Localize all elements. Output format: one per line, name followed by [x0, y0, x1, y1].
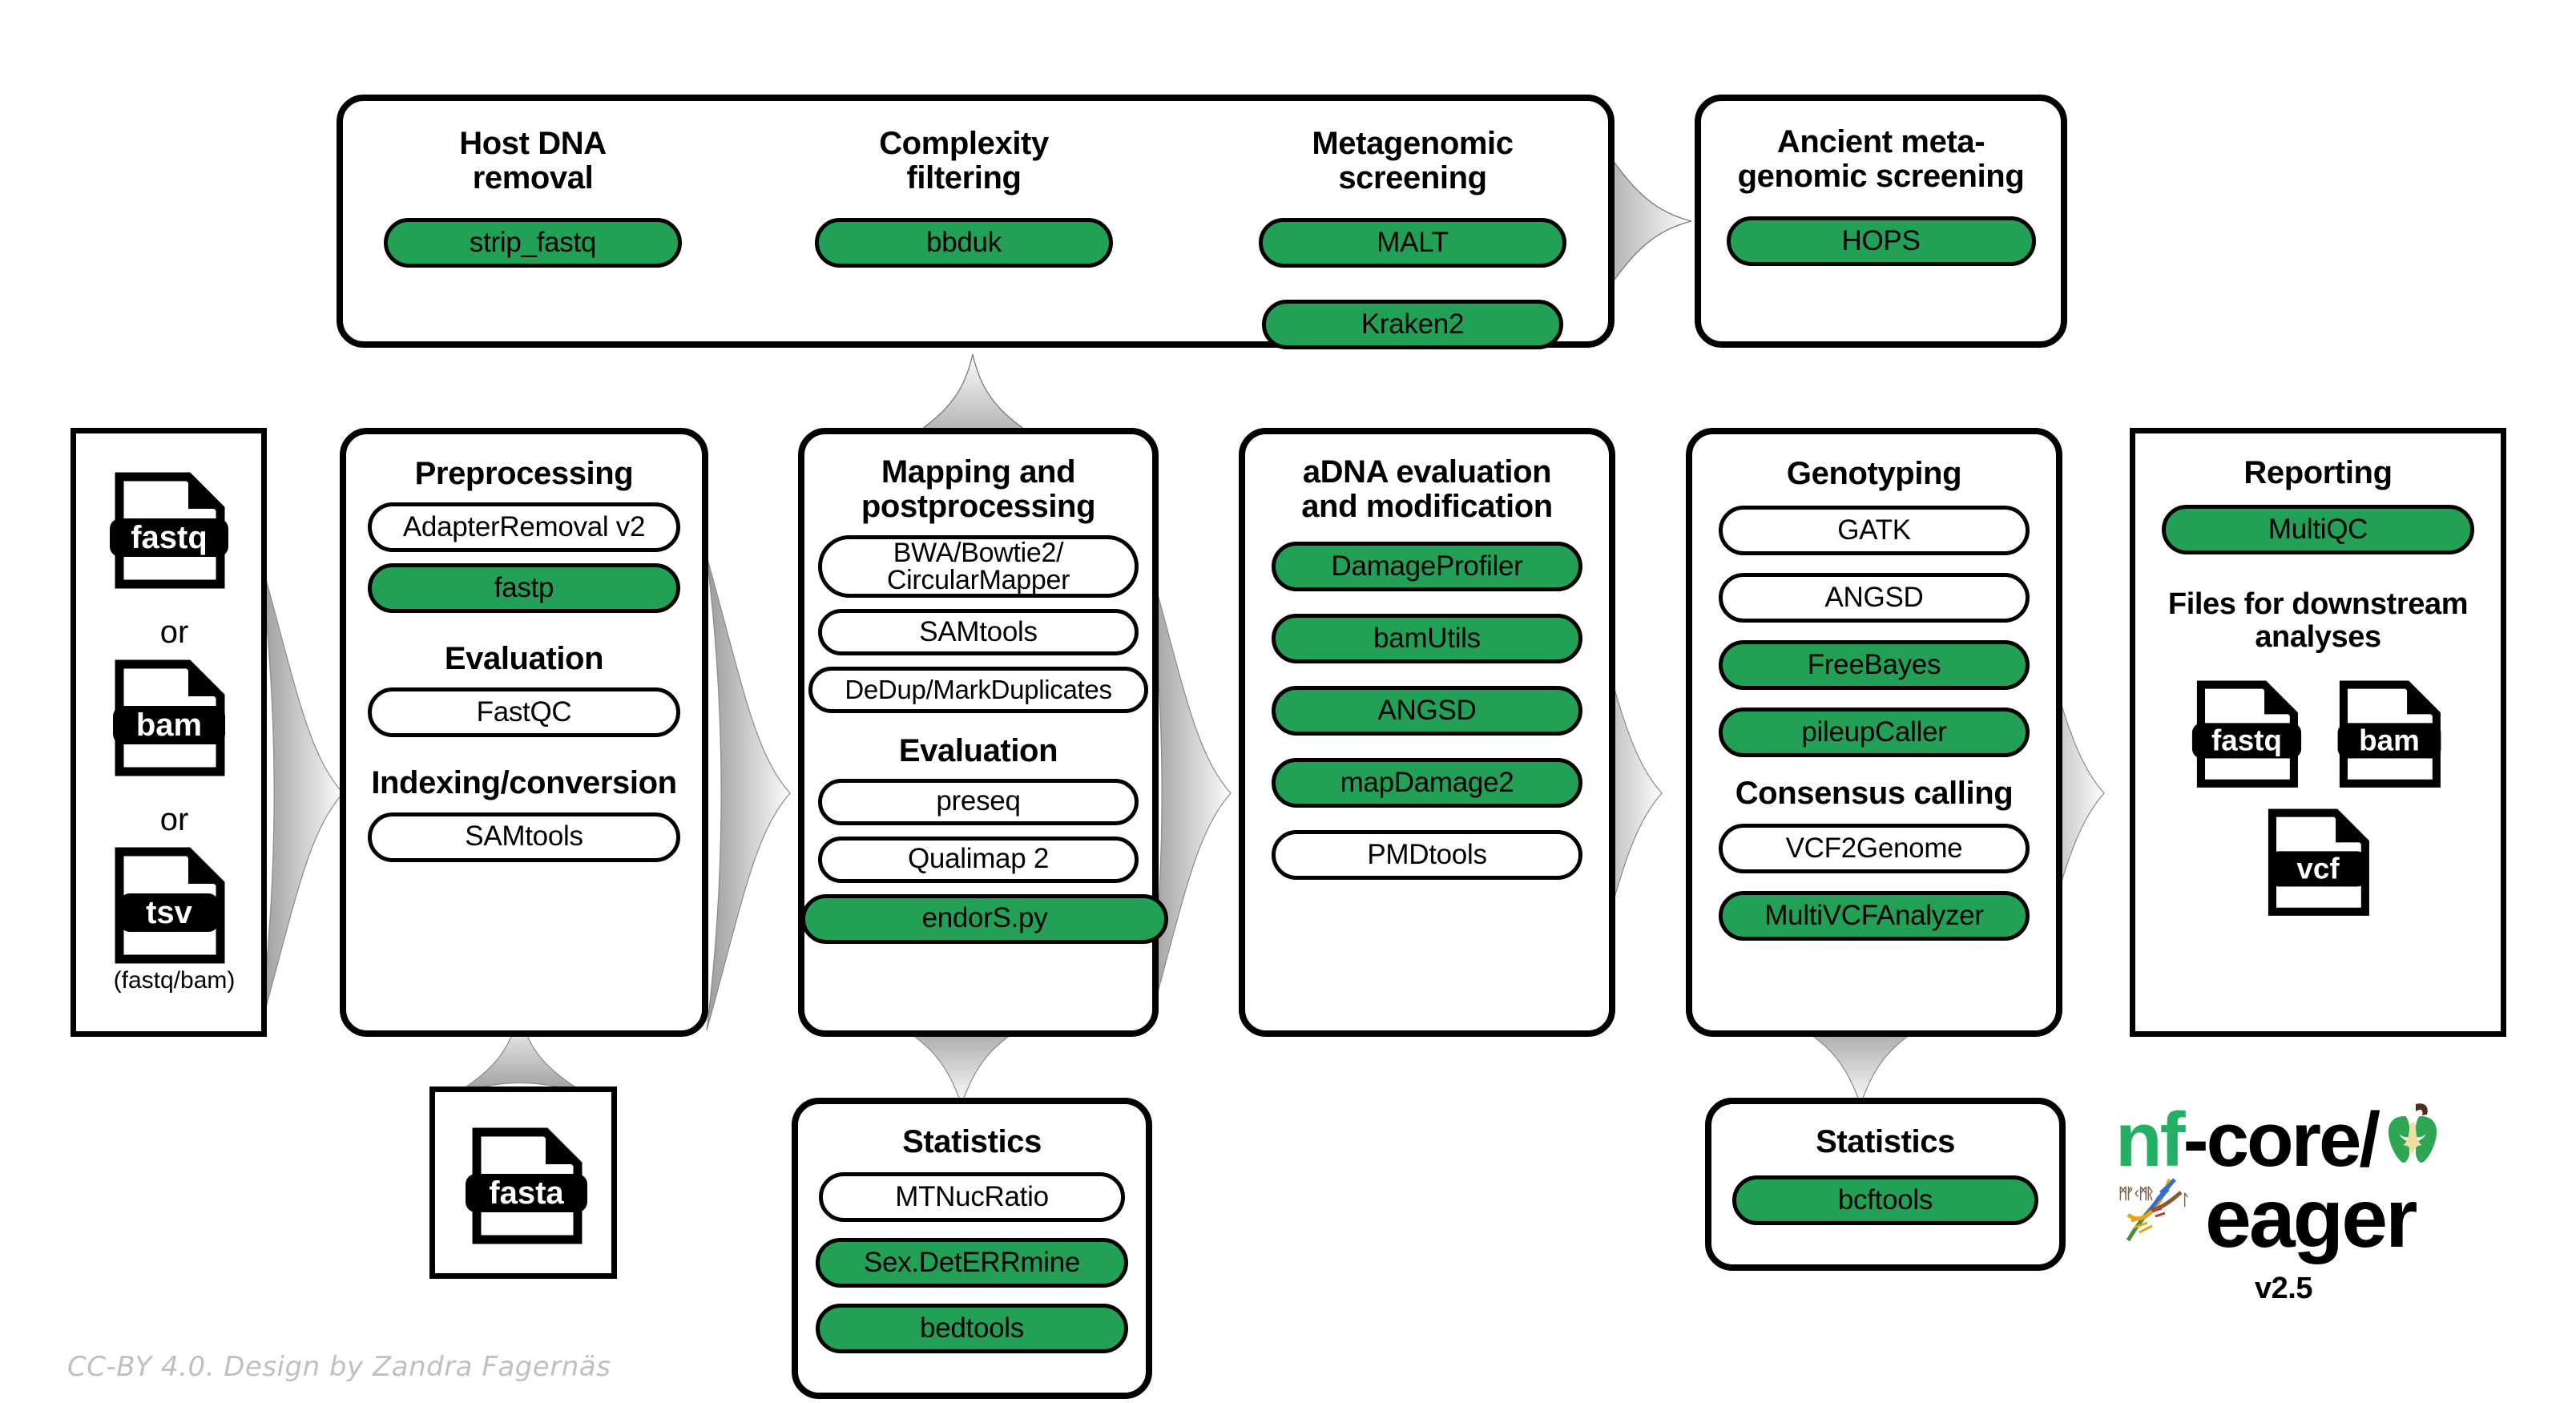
- tool-pill-bwa-bowtie2-circularmapper[interactable]: BWA/Bowtie2/ CircularMapper: [818, 535, 1139, 599]
- svg-text:tsv: tsv: [146, 895, 193, 930]
- arrow-preprocessing-to-mapping: [705, 553, 793, 1034]
- tool-pill-multivcfanalyzer[interactable]: MultiVCFAnalyzer: [1719, 891, 2030, 941]
- subsection-title-evaluation-mapping: Evaluation: [898, 733, 1058, 769]
- tool-pill-multiqc[interactable]: MultiQC: [2162, 505, 2474, 555]
- svg-text:bam: bam: [2359, 724, 2420, 756]
- logo-version: v2.5: [2255, 1272, 2312, 1305]
- screening-group-panel: Host DNA removal strip_fastq Complexity …: [337, 95, 1615, 350]
- tool-pill-adapterremoval[interactable]: AdapterRemoval v2: [368, 502, 680, 553]
- section-host-dna-removal: Host DNA removal strip_fastq: [377, 126, 689, 268]
- tool-pill-malt[interactable]: MALT: [1259, 218, 1566, 268]
- svg-text:fasta: fasta: [489, 1175, 564, 1211]
- section-title: Metagenomic screening: [1312, 126, 1514, 196]
- input-files-caption: (fastq/bam): [113, 967, 236, 994]
- section-title: Host DNA removal: [459, 126, 607, 196]
- tool-pill-fastp[interactable]: fastp: [368, 563, 680, 614]
- tool-pill-pileupcaller[interactable]: pileupCaller: [1719, 708, 2030, 758]
- file-icon-fastq-output: fastq: [2191, 680, 2303, 791]
- tool-pill-bbduk[interactable]: bbduk: [815, 218, 1113, 268]
- panel-title: Mapping and postprocessing: [861, 454, 1096, 525]
- panel-title: Statistics: [1816, 1124, 1955, 1159]
- file-icon-bam: bam: [108, 659, 230, 780]
- panel-title: Preprocessing: [414, 456, 634, 491]
- statistics-right-panel: Statistics bcftools: [1705, 1098, 2066, 1271]
- rune-text: ᛗᚠᚲᛗᚱ: [2118, 1185, 2154, 1203]
- nf-core-eager-logo: nf -core/ ᛗᚠᚲᛗᚱ ᛚ: [2115, 1096, 2508, 1306]
- file-icon-fastq: fastq: [108, 472, 230, 592]
- logo-core-text: -core/: [2183, 1097, 2380, 1183]
- file-icon-vcf-output: vcf: [2262, 808, 2374, 919]
- ancient-metagenomic-panel: Ancient meta- genomic screening HOPS: [1695, 95, 2067, 348]
- svg-text:fastq: fastq: [2211, 724, 2282, 756]
- downstream-files-heading: Files for downstream analyses: [2167, 587, 2469, 655]
- tool-pill-angsd-genotyping[interactable]: ANGSD: [1719, 573, 2030, 623]
- apple-core-icon: [2383, 1096, 2442, 1184]
- tool-pill-bcftools[interactable]: bcftools: [1732, 1175, 2038, 1226]
- tool-pill-pmdtools[interactable]: PMDtools: [1272, 830, 1582, 881]
- tool-pill-preseq[interactable]: preseq: [818, 778, 1139, 825]
- statistics-left-panel: Statistics MTNucRatio Sex.DetERRmine bed…: [792, 1098, 1152, 1399]
- tool-pill-dedup-markduplicates[interactable]: DeDup/MarkDuplicates: [808, 667, 1148, 714]
- subsection-title-consensus-calling: Consensus calling: [1735, 776, 2014, 812]
- input-files-panel: fastq or bam or tsv (fastq/bam): [71, 428, 267, 1037]
- svg-text:bam: bam: [136, 708, 202, 743]
- panel-title: Genotyping: [1786, 456, 1962, 491]
- genotyping-panel: Genotyping GATK ANGSD FreeBayes pileupCa…: [1686, 428, 2062, 1037]
- file-icon-fasta: fasta: [466, 1127, 587, 1248]
- input-or-label-1: or: [159, 615, 189, 650]
- tool-pill-strip-fastq[interactable]: strip_fastq: [384, 218, 682, 268]
- adna-panel: aDNA evaluation and modification DamageP…: [1239, 428, 1615, 1037]
- downstream-file-icons: fastq bam vcf: [2135, 680, 2501, 919]
- file-icon-tsv: tsv: [108, 847, 230, 967]
- section-title: Complexity filtering: [879, 126, 1049, 196]
- panel-title: Reporting: [2243, 455, 2393, 490]
- arrow-reference-to-preprocessing: [449, 1010, 593, 1099]
- tool-pill-kraken2[interactable]: Kraken2: [1262, 300, 1563, 350]
- arrow-input-to-preprocessing: [258, 553, 346, 1034]
- arrow-mapping-to-adna: [1146, 553, 1234, 1034]
- tool-pill-hops[interactable]: HOPS: [1726, 216, 2036, 267]
- preprocessing-panel: Preprocessing AdapterRemoval v2 fastp Ev…: [340, 428, 708, 1037]
- mapping-panel: Mapping and postprocessing BWA/Bowtie2/ …: [798, 428, 1168, 1037]
- dna-helix-icon: ᛗᚠᚲᛗᚱ ᛚ: [2115, 1171, 2203, 1267]
- tool-pill-gatk[interactable]: GATK: [1719, 506, 2030, 556]
- tool-pill-angsd-adna[interactable]: ANGSD: [1272, 686, 1582, 736]
- logo-line-1: nf -core/: [2115, 1096, 2508, 1184]
- logo-nf-text: nf: [2115, 1097, 2186, 1183]
- reporting-panel: Reporting MultiQC Files for downstream a…: [2130, 428, 2506, 1037]
- input-or-label-2: or: [159, 802, 189, 837]
- svg-text:vcf: vcf: [2296, 852, 2340, 885]
- panel-title: aDNA evaluation and modification: [1301, 454, 1553, 525]
- tool-pill-mapdamage2[interactable]: mapDamage2: [1272, 758, 1582, 808]
- tool-pill-vcf2genome[interactable]: VCF2Genome: [1719, 824, 2030, 874]
- tool-pill-endors-py[interactable]: endorS.py: [801, 893, 1168, 944]
- panel-title: Statistics: [902, 1124, 1042, 1159]
- svg-text:ᛚ: ᛚ: [2181, 1191, 2188, 1209]
- logo-line-2: ᛗᚠᚲᛗᚱ ᛚ eager: [2115, 1171, 2508, 1267]
- subsection-title-indexing: Indexing/conversion: [371, 765, 677, 801]
- panel-title: Ancient meta- genomic screening: [1737, 124, 2025, 195]
- tool-pill-freebayes[interactable]: FreeBayes: [1719, 640, 2030, 691]
- file-icon-bam-output: bam: [2333, 680, 2445, 791]
- tool-pill-mtnucratio[interactable]: MTNucRatio: [819, 1172, 1125, 1223]
- tool-pill-samtools-mapping[interactable]: SAMtools: [818, 609, 1139, 656]
- tool-pill-fastqc[interactable]: FastQC: [368, 687, 680, 738]
- subsection-title-evaluation: Evaluation: [444, 641, 604, 677]
- tool-pill-sex-deterrmine[interactable]: Sex.DetERRmine: [816, 1238, 1128, 1288]
- tool-pill-qualimap2[interactable]: Qualimap 2: [818, 836, 1139, 883]
- svg-text:fastq: fastq: [131, 520, 208, 555]
- section-metagenomic-screening: Metagenomic screening MALT Kraken2: [1256, 126, 1569, 350]
- section-complexity-filtering: Complexity filtering bbduk: [808, 126, 1120, 268]
- reference-fasta-panel: fasta: [429, 1087, 617, 1279]
- tool-pill-damageprofiler[interactable]: DamageProfiler: [1272, 542, 1582, 592]
- logo-eager-text: eager: [2205, 1172, 2418, 1265]
- tool-pill-samtools-preproc[interactable]: SAMtools: [368, 812, 680, 862]
- tool-pill-bamutils[interactable]: bamUtils: [1272, 614, 1582, 664]
- tool-pill-bedtools[interactable]: bedtools: [816, 1304, 1128, 1354]
- credit-text: CC-BY 4.0. Design by Zandra Fagernäs: [67, 1351, 611, 1383]
